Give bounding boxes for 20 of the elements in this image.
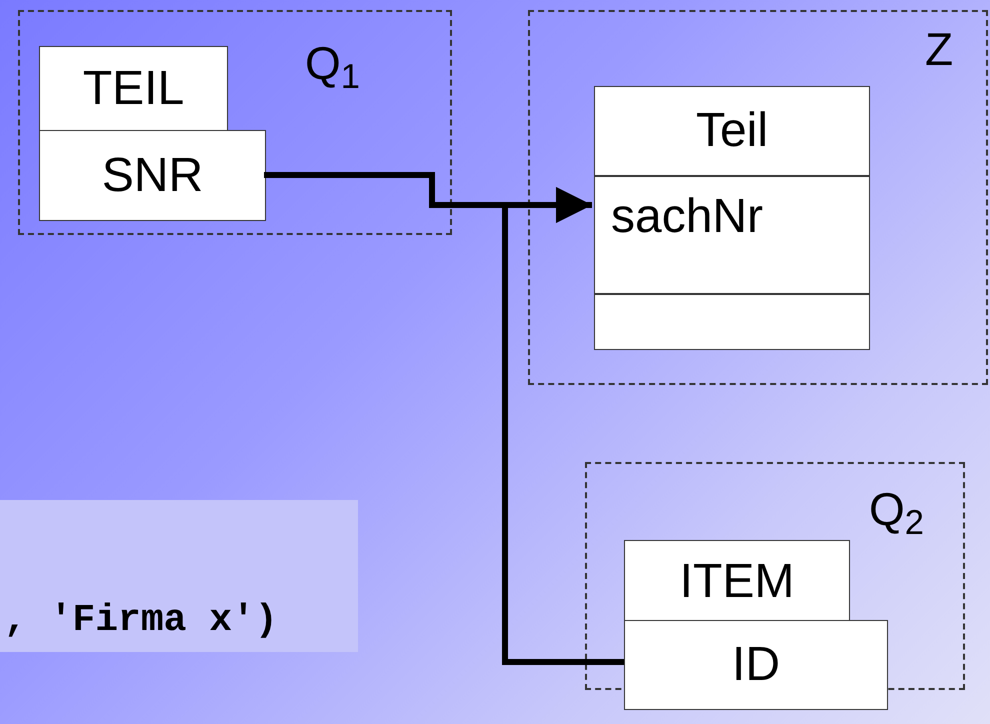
entity-box — [39, 130, 266, 221]
entity-label: ITEM — [680, 558, 794, 606]
dashed-group-frame — [18, 10, 452, 235]
group-label: Q$_{2}$ — [869, 486, 924, 532]
entity-label: ID — [732, 641, 780, 689]
entity-label: TEIL — [82, 65, 184, 113]
entity-label: sachNr — [611, 193, 764, 241]
entity-label: Teil — [696, 107, 768, 155]
entity-box — [594, 86, 870, 176]
group-label: Q$_{1}$ — [305, 40, 360, 86]
connector-arrow — [502, 187, 624, 665]
empty-row-box — [594, 294, 870, 350]
group-label: Z — [925, 26, 954, 72]
attribute-row — [594, 176, 870, 294]
entity-label: SNR — [102, 152, 204, 200]
dashed-group-frame — [528, 10, 988, 385]
entity-box — [39, 46, 228, 132]
code-text: , 'Firma x') — [4, 602, 278, 640]
entity-box — [624, 620, 888, 710]
code-panel — [0, 500, 358, 652]
